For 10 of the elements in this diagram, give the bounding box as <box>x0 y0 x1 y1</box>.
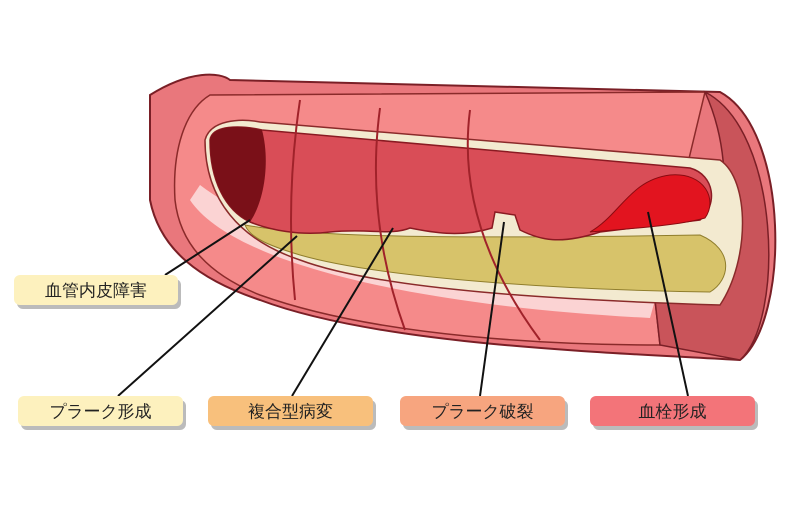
leader-line <box>291 227 394 397</box>
label-tag: 血栓形成 <box>590 396 755 426</box>
leader-line <box>479 222 505 396</box>
label-tag: 複合型病変 <box>208 396 373 426</box>
label-tag: 血管内皮障害 <box>14 275 178 305</box>
leader-line <box>164 219 251 276</box>
label-tag: プラーク形成 <box>18 396 183 426</box>
leader-line <box>117 235 298 397</box>
leader-line <box>647 212 689 396</box>
label-tag: プラーク破裂 <box>400 396 565 426</box>
